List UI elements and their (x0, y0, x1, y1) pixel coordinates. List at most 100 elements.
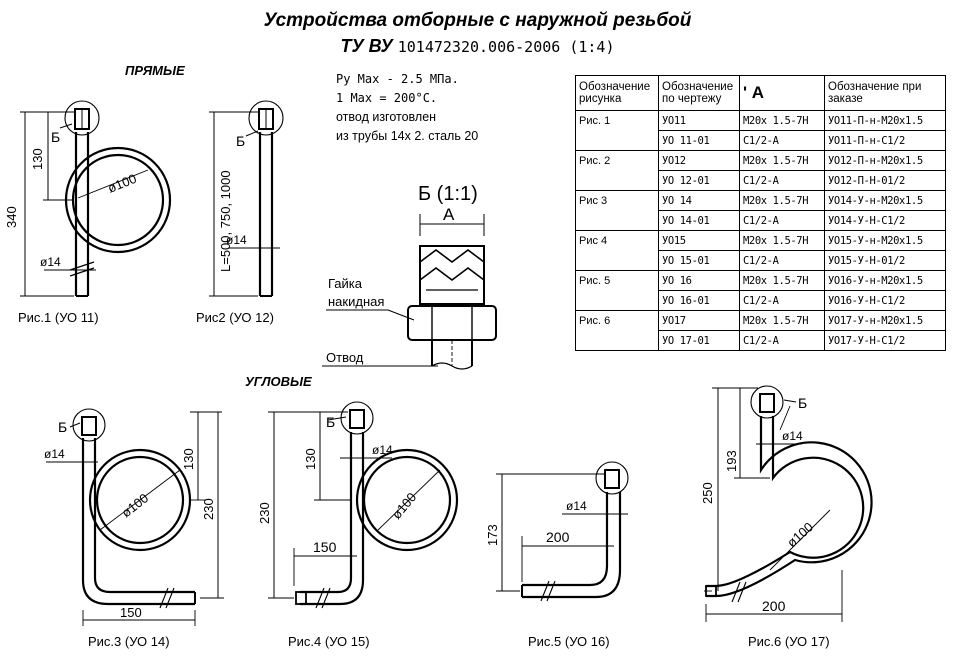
section-straight: ПРЯМЫЕ (125, 63, 185, 78)
caption-fig1: Рис.1 (УО 11) (18, 310, 99, 325)
table-cell: УО11-П-н-М20х1.5 (824, 110, 946, 131)
table-cell (575, 170, 659, 191)
fig2-label-b: Б (236, 133, 245, 149)
detail-b: Б (1:1) А Гайка накидная Отвод (322, 183, 497, 370)
caption-fig5: Рис.5 (УО 16) (528, 634, 610, 649)
section-angled: УГЛОВЫЕ (245, 374, 312, 389)
detail-title: Б (1:1) (418, 183, 478, 205)
figure-4: 130 230 150 ø14 Б ø100 (257, 401, 459, 609)
table-cell: УО 12-01 (658, 170, 740, 191)
fig4-label-b: Б (326, 414, 335, 430)
table-cell: УО 14 (658, 190, 740, 211)
fig3-pipe-outer (81, 438, 195, 606)
table-header-cell: Обозначение по чертежу (658, 75, 740, 111)
fig4-dim-230: 230 (257, 502, 272, 524)
fig3-dim-230: 230 (201, 498, 216, 520)
fig4-detail-circle (340, 401, 374, 435)
fig3-dim-130: 130 (181, 448, 196, 470)
table-cell: Рис. 1 (575, 110, 659, 131)
page-subtitle: ТУ ВУ 101472320.006-2006 (1:4) (0, 36, 955, 57)
table-cell (575, 130, 659, 151)
fig6-dim-250: 250 (700, 482, 715, 504)
table-header-cell: Обозначение рисунка (575, 75, 659, 111)
caption-fig3: Рис.3 (УО 14) (88, 634, 170, 649)
fig4-dim-d14: ø14 (372, 443, 393, 457)
detail-nut-label1: Гайка (328, 276, 363, 291)
table-cell: УО11 (658, 110, 740, 131)
table-cell: УО 17-01 (658, 330, 740, 351)
fig1-dim-d100: ø100 (106, 171, 139, 196)
page-title: Устройства отборные с наружной резьбой (263, 10, 692, 31)
fig5-dim-d14: ø14 (566, 499, 587, 513)
table-cell: М20х 1.5-7Н (739, 110, 825, 131)
fig6-label-b: Б (798, 395, 807, 411)
fig5-detail-circle (595, 461, 629, 495)
fig1-dim-d14: ø14 (40, 255, 61, 269)
fig5-dim-173: 173 (485, 524, 500, 546)
fig3-pipe-inner (93, 438, 195, 594)
fig2-dim-L: L=500, 750, 1000 (218, 170, 233, 272)
detail-nut-label2: накидная (328, 294, 384, 309)
fig4-coil-outer (355, 448, 459, 552)
table-header-cell: Обозначение при заказе (824, 75, 946, 111)
figure-6: 250 193 200 ø14 Б ø100 (700, 385, 873, 622)
table-cell: УО17-У-н-М20х1.5 (824, 310, 946, 331)
fig6-pipe-inner (706, 416, 865, 588)
table-cell: УО12-П-н-М20х1.5 (824, 150, 946, 171)
fig5-pipe-inner (522, 492, 609, 587)
fig6-detail-circle (750, 385, 784, 419)
fig5-pipe-outer (522, 492, 622, 599)
table-cell: УО14-У-Н-С1/2 (824, 210, 946, 231)
caption-fig6: Рис.6 (УО 17) (748, 634, 830, 649)
fig3-coil-inner (95, 455, 185, 545)
fig1-label-b: Б (51, 129, 60, 145)
table-cell: С1/2-А (739, 210, 825, 231)
table-cell: Рис. 5 (575, 270, 659, 291)
fig1-detail-circle (64, 100, 100, 136)
table-cell: УО15 (658, 230, 740, 251)
table-cell: М20х 1.5-7Н (739, 270, 825, 291)
table-cell: М20х 1.5-7Н (739, 310, 825, 331)
detail-pipe-label: Отвод (326, 350, 364, 365)
table-cell: С1/2-А (739, 130, 825, 151)
fig5-fitting (604, 469, 620, 489)
table-cell: Рис 4 (575, 230, 659, 251)
table-cell: УО 11-01 (658, 130, 740, 151)
fig3-detail-circle (72, 408, 106, 442)
detail-nut (407, 305, 497, 341)
table-cell: С1/2-А (739, 170, 825, 191)
table-cell: УО11-П-н-С1/2 (824, 130, 946, 151)
fig3-dim-d14: ø14 (44, 447, 65, 461)
fig6-dim-d14: ø14 (782, 429, 803, 443)
detail-fitting-body (419, 245, 485, 305)
table-cell: Рис 3 (575, 190, 659, 211)
note-temperature: 1 Max = 200°С. (336, 91, 438, 105)
fig4-dim-130: 130 (303, 448, 318, 470)
table-cell (575, 250, 659, 271)
table-cell: УО 15-01 (658, 250, 740, 271)
table-cell: УО15-У-н-М20х1.5 (824, 230, 946, 251)
table-cell: Рис. 6 (575, 310, 659, 331)
table-header-cell: ' А (739, 75, 825, 111)
table-cell: УО12-П-Н-01/2 (824, 170, 946, 191)
note-made1: отвод изготовлен (336, 110, 437, 124)
fig2-detail-circle (248, 100, 284, 136)
table-cell: УО17 (658, 310, 740, 331)
fig3-dim-150: 150 (120, 605, 142, 620)
figure-5: 173 200 ø14 (485, 461, 629, 602)
figure-3: 130 230 150 ø14 Б ø100 (44, 408, 224, 626)
table-cell (575, 330, 659, 351)
fig4-pipe-inner (300, 432, 353, 594)
fig4-fitting (349, 409, 365, 429)
table-cell: С1/2-А (739, 290, 825, 311)
